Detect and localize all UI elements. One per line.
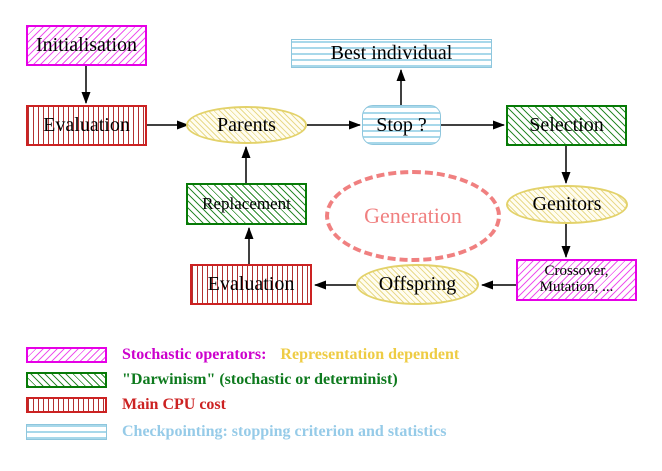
legend-label-darwinism: "Darwinism" (stochastic or determinist) [122,371,398,388]
node-initialisation: Initialisation [26,25,147,66]
node-evaluation-top-label: Evaluation [43,114,130,136]
node-stop: Stop ? [362,105,441,145]
node-crossover-label-line2: Mutation, ... [539,279,614,295]
node-selection-label: Selection [529,114,604,136]
node-best-individual-label: Best individual [330,42,453,64]
generation-loop-ellipse: Generation [325,170,501,262]
node-replacement-label: Replacement [202,194,291,214]
node-crossover-label-line1: Crossover, [544,263,609,280]
legend-label-stochastic-operators: Stochastic operators: Representation depe… [122,347,459,363]
generation-loop-label: Generation [364,203,462,228]
legend-label-checkpointing: Checkpointing: stopping criterion and st… [122,423,447,440]
node-evaluation-bottom: Evaluation [190,264,312,305]
node-best-individual: Best individual [291,39,492,68]
legend-label-stochastic-part: Stochastic operators: [122,346,267,363]
node-initialisation-label: Initialisation [35,34,138,56]
legend-swatch-stochastic-operators [26,347,107,363]
node-genitors: Genitors [506,185,628,224]
node-replacement: Replacement [186,183,307,225]
node-offspring-label: Offspring [378,273,457,295]
node-crossover-mutation: Crossover, Mutation, ... [516,259,637,301]
node-evaluation-bottom-label: Evaluation [207,273,295,295]
node-selection: Selection [506,105,627,146]
node-offspring: Offspring [356,264,479,305]
node-parents-label: Parents [217,113,276,136]
legend-label-main-cpu-cost: Main CPU cost [122,396,226,413]
legend-swatch-checkpointing [26,424,107,440]
legend-label-representation-part: Representation dependent [280,346,460,363]
node-parents: Parents [186,106,307,144]
node-genitors-label: Genitors [532,193,602,215]
legend-swatch-main-cpu-cost [26,397,107,413]
node-stop-label: Stop ? [376,113,427,136]
node-evaluation-top: Evaluation [26,105,147,146]
legend-swatch-darwinism [26,372,107,388]
